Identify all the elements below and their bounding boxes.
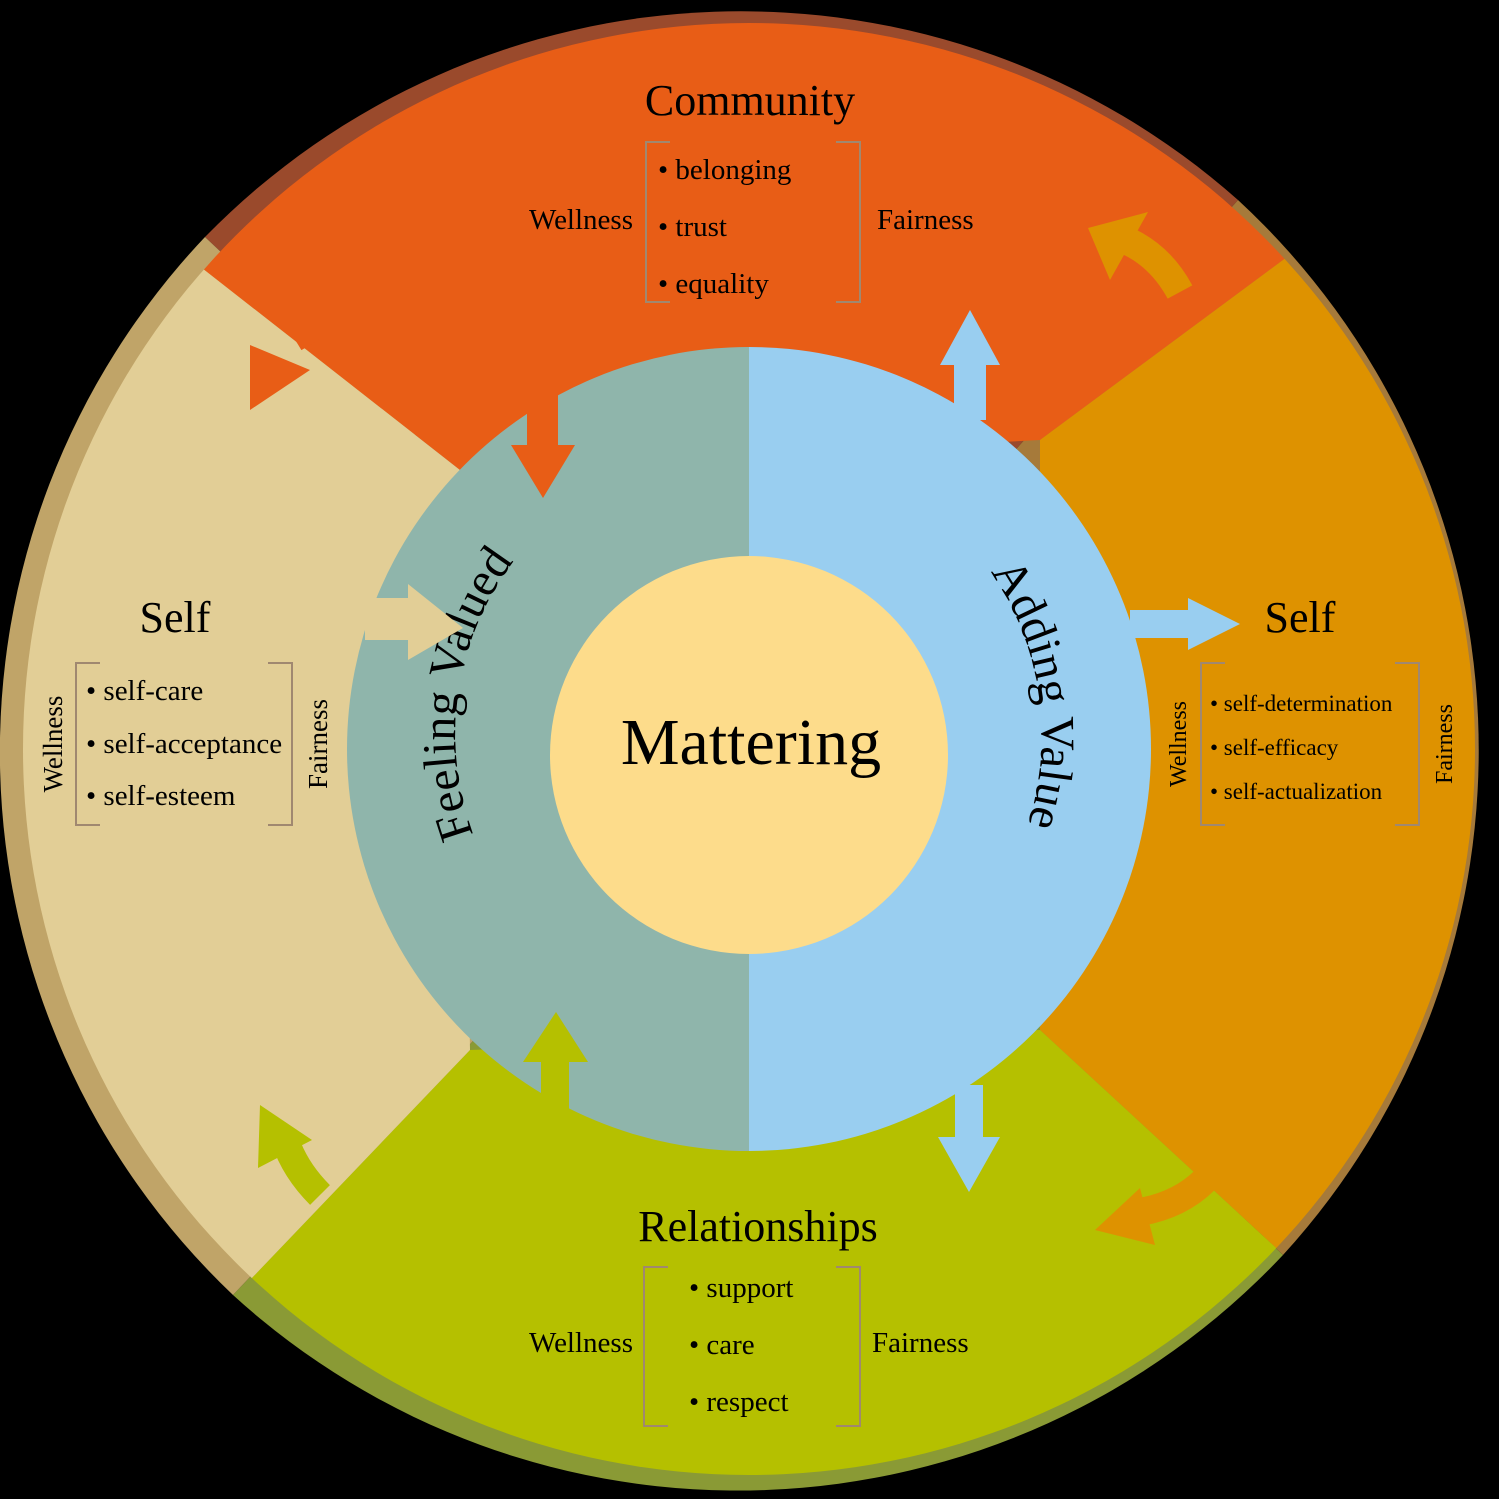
self-left-wellness: Wellness <box>38 696 68 793</box>
self-left-title: Self <box>140 593 211 642</box>
corner-arrow-bottom-right <box>1137 1169 1215 1226</box>
relationships-item: • respect <box>689 1386 789 1418</box>
community-section: Community Wellness Fairness • belonging … <box>529 76 974 303</box>
arrows <box>365 310 1240 1192</box>
relationships-item: • care <box>689 1329 755 1361</box>
relationships-wellness: Wellness <box>529 1327 633 1359</box>
community-item: • equality <box>658 268 769 300</box>
self-left-section: Self Wellness Fairness • self-care • sel… <box>38 593 333 826</box>
corner-arrow-top-right <box>1119 227 1193 299</box>
self-left-bracket-left <box>75 662 100 826</box>
self-right-item: • self-determination <box>1210 691 1393 716</box>
self-left-item: • self-esteem <box>86 780 236 812</box>
relationships-fairness: Fairness <box>872 1327 969 1359</box>
arrow-relationships-to-feeling <box>523 1012 588 1110</box>
corner-arrows <box>250 212 1215 1245</box>
arrow-adding-to-community <box>940 310 1000 420</box>
self-right-section: Self Wellness Fairness • self-determinat… <box>1166 593 1458 826</box>
relationships-item: • support <box>689 1272 793 1304</box>
community-item: • belonging <box>658 154 791 186</box>
corner-arrow-top-left-head <box>250 345 310 410</box>
ring-adding-value <box>749 347 1151 1151</box>
arrow-adding-to-self-right <box>1130 598 1240 650</box>
community-fairness: Fairness <box>877 204 974 236</box>
relationships-section: Relationships Wellness Fairness • suppor… <box>529 1202 969 1427</box>
community-title: Community <box>645 76 855 125</box>
relationships-bracket-right <box>836 1266 861 1427</box>
community-bracket-left <box>645 141 670 303</box>
self-left-bracket-right <box>268 662 293 826</box>
community-bracket-right <box>836 141 861 303</box>
arrow-adding-to-relationships <box>938 1085 1000 1192</box>
self-right-item: • self-efficacy <box>1210 735 1339 760</box>
community-item: • trust <box>658 211 727 243</box>
corner-arrow-top-left <box>278 304 319 351</box>
relationships-bracket-left <box>643 1266 668 1427</box>
self-right-wellness: Wellness <box>1166 701 1192 787</box>
arrow-community-to-feeling <box>511 388 575 498</box>
center-label: Mattering <box>621 706 881 779</box>
corner-arrow-bottom-right-head <box>1095 1188 1155 1245</box>
relationships-title: Relationships <box>638 1202 878 1251</box>
self-right-bracket-left <box>1200 662 1225 826</box>
self-right-item: • self-actualization <box>1210 779 1383 804</box>
self-left-item: • self-care <box>86 675 203 707</box>
self-right-bracket-right <box>1395 662 1420 826</box>
self-right-title: Self <box>1265 593 1336 642</box>
arrow-self-left-to-feeling <box>365 584 463 660</box>
corner-arrow-top-right-head <box>1088 212 1148 280</box>
community-wellness: Wellness <box>529 204 633 236</box>
self-right-fairness: Fairness <box>1432 704 1458 784</box>
ring-feeling-valued <box>347 347 749 1151</box>
self-left-fairness: Fairness <box>303 699 333 789</box>
center-circle <box>550 556 948 954</box>
corner-arrow-bottom-left-head <box>258 1105 312 1168</box>
self-left-item: • self-acceptance <box>86 728 282 760</box>
